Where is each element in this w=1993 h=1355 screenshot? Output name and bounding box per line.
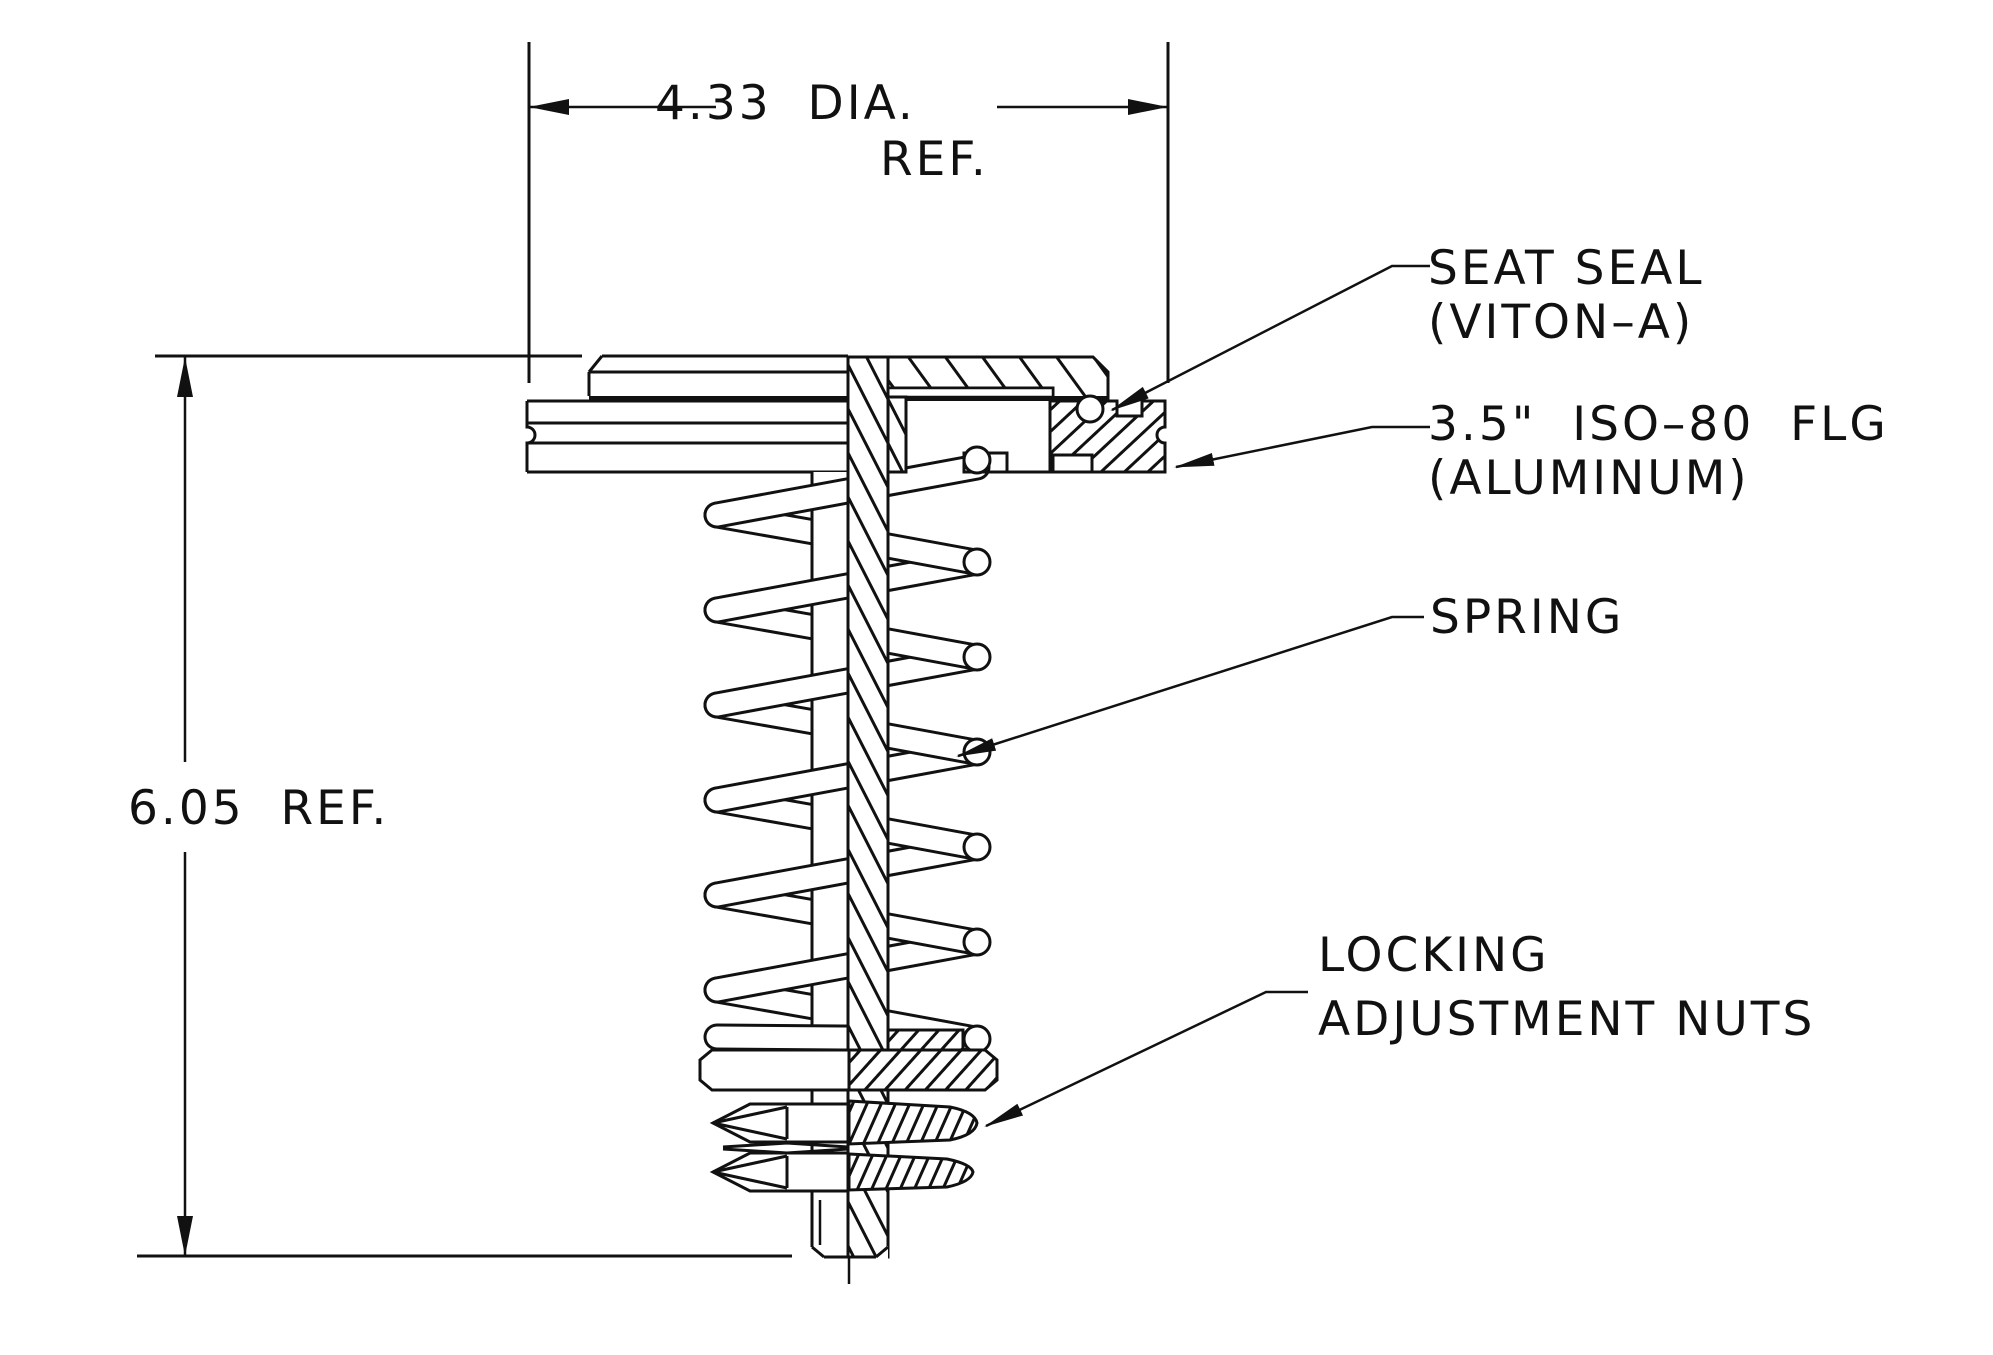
dim-height-label: 6.05 REF. (128, 781, 390, 836)
cap-inner-sleeve (886, 395, 908, 474)
dimension-6-05-ref (137, 354, 792, 1258)
dim-diameter-ref-label: REF. (880, 132, 989, 187)
hex-nut-upper (709, 1099, 979, 1146)
flange-left-rings (525, 399, 1165, 474)
dim-diameter-label: 4.33 DIA. (655, 76, 916, 131)
nuts-label-line2: ADJUSTMENT NUTS (1318, 992, 1816, 1047)
valve-disc (587, 354, 848, 396)
seat-seal-material-label: (VITON–A) (1428, 295, 1695, 350)
seat-seal-oring (1075, 394, 1105, 424)
hex-nut-lower (709, 1151, 975, 1193)
nuts-leader (984, 990, 1308, 1128)
nuts-label-line1: LOCKING (1318, 928, 1550, 983)
spring-wire-ends (962, 445, 992, 1054)
spring-label: SPRING (1430, 590, 1625, 645)
leader-lines (956, 264, 1430, 1128)
seal-retainer-plate (886, 386, 1055, 399)
adjustment-stud (810, 1192, 889, 1259)
spring-washer (698, 1028, 999, 1092)
flange-label: 3.5" ISO–80 FLG (1428, 397, 1889, 452)
flange-leader (1174, 425, 1430, 469)
flange-right-section (1048, 399, 1167, 474)
seat-seal-label: SEAT SEAL (1428, 241, 1705, 296)
spring-leader (956, 615, 1424, 758)
dimension-4-33-dia (527, 42, 1170, 383)
flange-material-label: (ALUMINUM) (1428, 451, 1750, 506)
seat-seal-leader (1110, 264, 1430, 412)
